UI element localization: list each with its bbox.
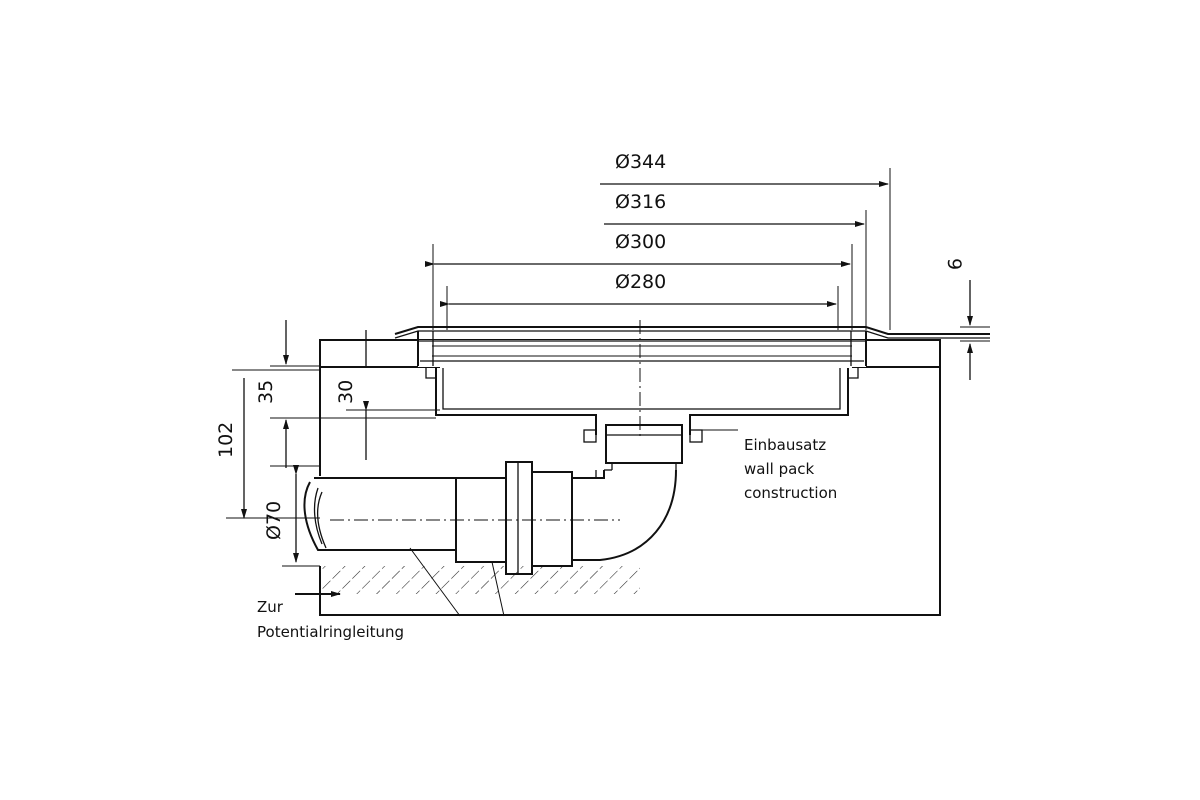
label-zur: Zur	[257, 598, 284, 616]
label-potentialringleitung: Potentialringleitung	[257, 623, 404, 641]
construction-note: Einbausatz wall pack construction	[738, 420, 856, 508]
label-wall-pack: wall pack	[744, 460, 815, 478]
label-einbausatz: Einbausatz	[744, 436, 826, 454]
dim-102: 102	[215, 422, 237, 458]
dim-35: 35	[255, 380, 277, 404]
dim-30: 30	[335, 380, 357, 404]
concrete-body	[314, 339, 941, 616]
leader-lines	[295, 429, 740, 617]
outlet-pipe	[303, 461, 677, 575]
center-lines	[330, 320, 641, 521]
dim-280: Ø280	[615, 271, 666, 293]
dim-344: Ø344	[615, 151, 666, 173]
drain-body	[425, 368, 859, 470]
dim-70: Ø70	[263, 501, 285, 540]
dim-316: Ø316	[615, 191, 666, 213]
dim-300: Ø300	[615, 231, 666, 253]
diameter-dimensions	[425, 168, 891, 330]
height-dimensions	[226, 280, 990, 567]
dim-9: 9	[943, 258, 965, 270]
label-construction: construction	[744, 484, 837, 502]
